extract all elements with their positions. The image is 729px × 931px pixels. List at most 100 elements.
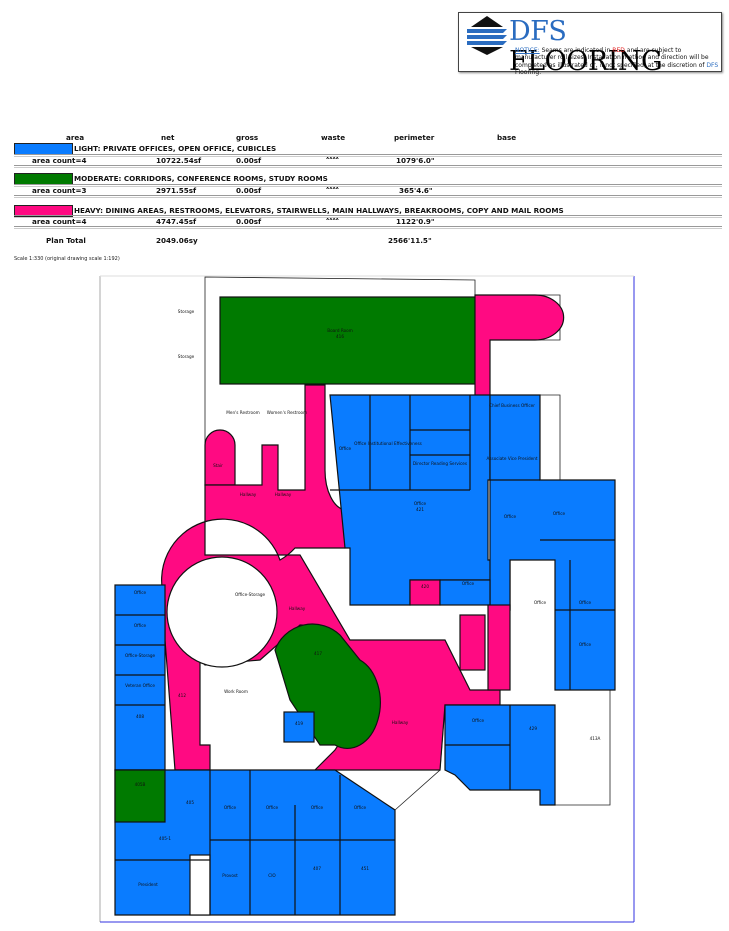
room-label: CIO [268, 873, 276, 878]
category-label: LIGHT: PRIVATE OFFICES, OPEN OFFICE, CUB… [74, 144, 277, 153]
scale-note: Scale 1:330 (original drawing scale 1:19… [14, 256, 120, 262]
room-label: 405B [135, 782, 146, 787]
divider [14, 165, 722, 168]
category-label: HEAVY: DINING AREAS, RESTROOMS, ELEVATOR… [74, 206, 564, 215]
room-label: President [138, 882, 158, 887]
room-label: Hallway [240, 492, 257, 497]
logo-flooring: FLOORING [509, 46, 663, 77]
room-label: Chief Business Officer [489, 403, 535, 408]
gross-value: 0.00sf [236, 217, 262, 226]
room-label: 429 [529, 726, 537, 731]
room-label: 408 [136, 714, 144, 719]
category-label: MODERATE: CORRIDORS, CONFERENCE ROOMS, S… [74, 174, 328, 183]
room-office-425 [444, 704, 556, 806]
category-heavy: HEAVY: DINING AREAS, RESTROOMS, ELEVATOR… [0, 205, 729, 235]
notice-red: RED [612, 47, 625, 54]
room-label: 417 [314, 651, 322, 656]
waste-value: xxxx [326, 155, 339, 161]
room-label: Office [224, 805, 237, 810]
header-base: base [497, 133, 517, 142]
waste-value: xxxx [326, 216, 339, 222]
room-label: Stair [213, 463, 223, 468]
divider [14, 154, 722, 157]
room-label: Office [579, 600, 592, 605]
room-labels: Board Room 416 Storage Storage Men's Res… [125, 309, 601, 887]
perimeter-value: 1122'0.9" [396, 217, 435, 226]
notice-dfs: DFS [706, 61, 719, 69]
room-label: Board Room [327, 328, 353, 333]
room-presidents-conference [114, 769, 166, 823]
room-label: 405-1 [159, 836, 172, 841]
room-label: Hallway [392, 720, 409, 725]
room-assistant-provost [283, 711, 315, 743]
divider [14, 226, 722, 229]
net-value: 2971.55sf [156, 186, 197, 195]
room-label: Storage [178, 354, 195, 359]
room-label: Office Institutional Effectiveness [354, 441, 422, 446]
room-label: 420 [421, 584, 429, 589]
room-label: Office [553, 511, 566, 516]
room-label: Office [339, 446, 352, 451]
header-perimeter: perimeter [394, 133, 435, 142]
room-label: Office [504, 514, 517, 519]
header-gross: gross [236, 133, 259, 142]
header-net: net [161, 133, 175, 142]
room-label: Office [311, 805, 324, 810]
room-label: Veteran Office [125, 683, 155, 688]
room-label: Office [134, 590, 147, 595]
room-board-room [219, 296, 476, 385]
notice-label: NOTICE: [515, 47, 540, 54]
room-label: Work Room [224, 689, 248, 694]
room-label: Office [134, 623, 147, 628]
room-bottom-offices [114, 769, 396, 916]
room-number: 416 [336, 334, 344, 339]
divider [14, 184, 722, 187]
room-label: Director Reading Services [413, 461, 467, 466]
divider [14, 195, 722, 198]
area-count: area count=4 [32, 156, 87, 165]
room-label: 412 [178, 693, 186, 698]
room-label: 407 [313, 866, 321, 871]
room-label: Men's Restroom [226, 410, 259, 415]
room-label: Associate Vice President [486, 456, 537, 461]
room-number: 421 [416, 507, 424, 512]
header-area: area [66, 133, 85, 142]
building-walls [114, 276, 616, 916]
waste-value: xxxx [326, 185, 339, 191]
room-label: Office [534, 600, 547, 605]
room-closet [189, 854, 211, 916]
room-label: Office [472, 718, 485, 723]
room-label: Storage [178, 309, 195, 314]
notice-text-2: and are subject to manufacturer roll siz… [515, 47, 709, 69]
room-stair-top-right [474, 294, 565, 441]
room-label: Office [462, 581, 475, 586]
logo-notice: NOTICE: Seams are indicated in RED and a… [515, 47, 719, 77]
room-label: Office [266, 805, 279, 810]
room-hallway-c4a [487, 604, 511, 691]
logo-stairs-icon [467, 16, 507, 55]
room-label: Provost [222, 873, 238, 878]
room-label: Hallway [275, 492, 292, 497]
room-label: 451 [361, 866, 369, 871]
notice-text-3: Flooring. [515, 69, 542, 77]
net-value: 10722.54sf [156, 156, 202, 165]
header-waste: waste [321, 133, 346, 142]
room-label: Office-Storage [125, 653, 156, 658]
room-office-422 [439, 579, 491, 606]
area-count: area count=4 [32, 217, 87, 226]
plan-total-perimeter: 2566'11.5" [388, 236, 432, 245]
gross-value: 0.00sf [236, 156, 262, 165]
room-label: Office [414, 501, 427, 506]
room-label: Hallway [289, 606, 306, 611]
room-copy-420 [409, 579, 441, 606]
room-label: Office [354, 805, 367, 810]
room-conference-417 [274, 623, 381, 750]
plan-total-net: 2049.06sy [156, 236, 198, 245]
perimeter-value: 1079'6.0" [396, 156, 435, 165]
room-label: 419 [295, 721, 303, 726]
room-stair-s5 [204, 429, 236, 486]
divider [14, 215, 722, 218]
dfs-flooring-logo: DFS FLOORING NOTICE: Seams are indicated… [458, 12, 722, 77]
logo-dfs: DFS [509, 16, 567, 47]
